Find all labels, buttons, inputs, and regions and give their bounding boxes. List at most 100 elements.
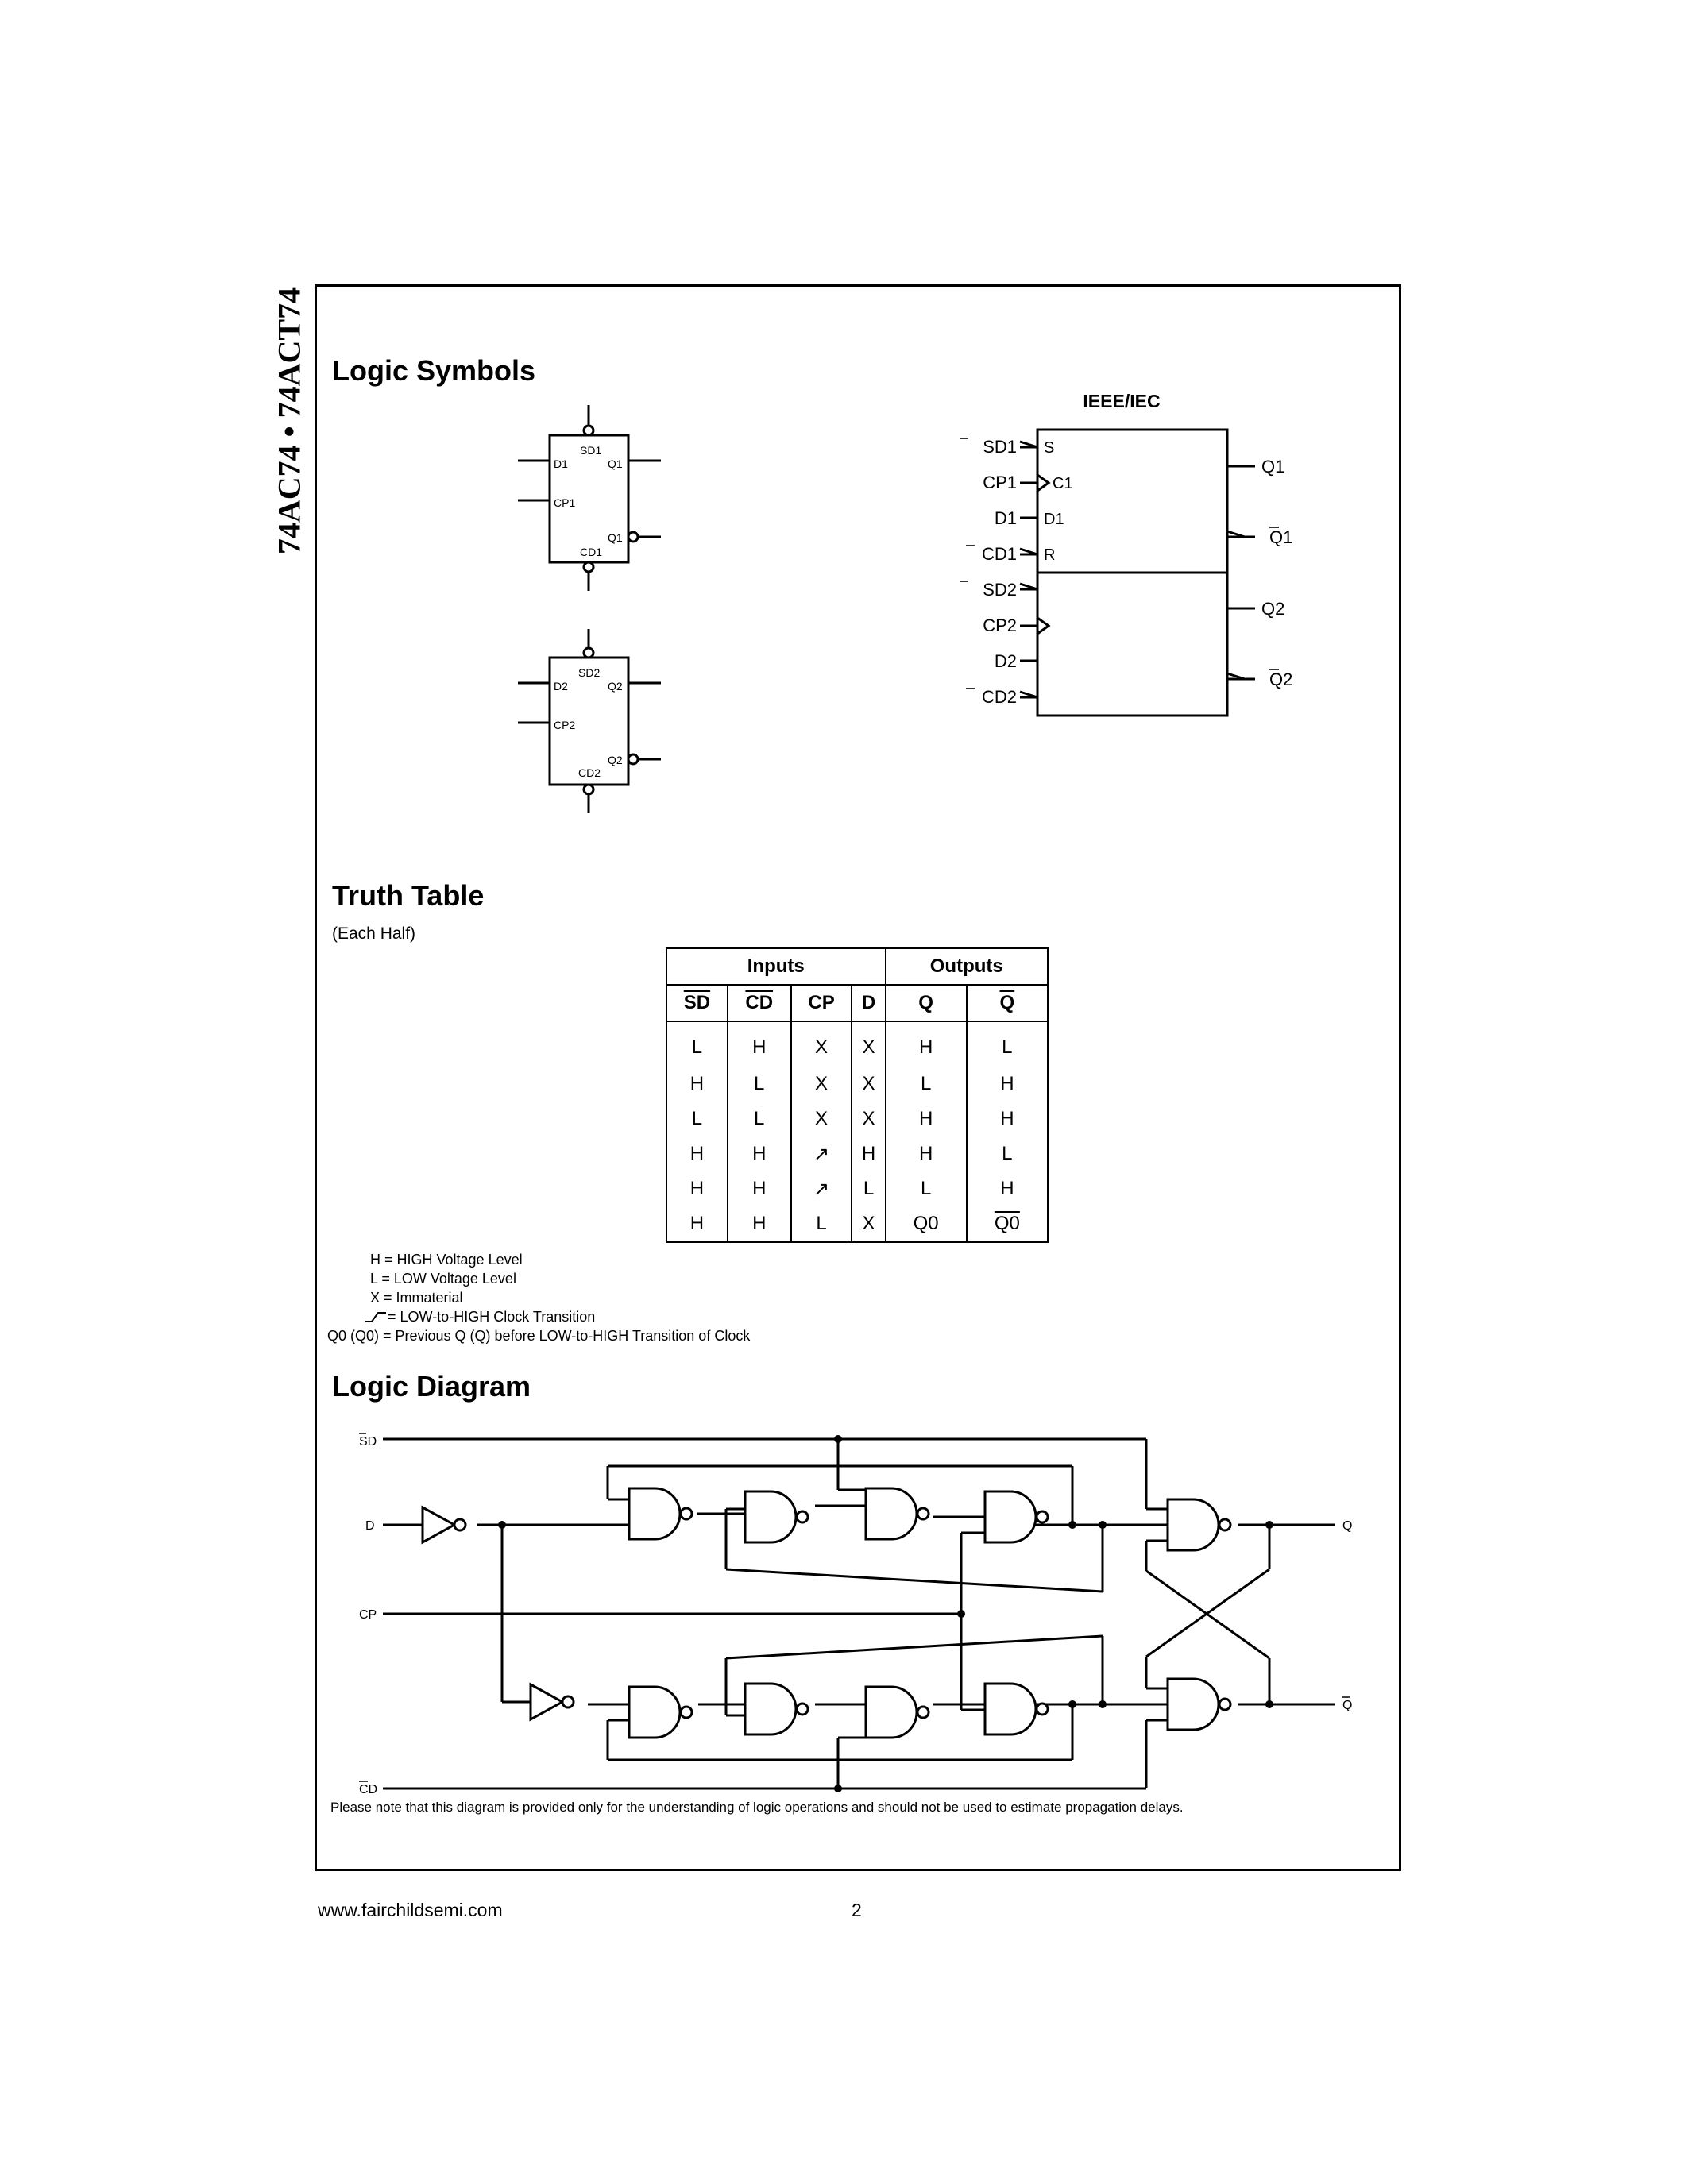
ieee-output-q1bar: Q1 [1269, 527, 1292, 547]
logic-diagram-figure: SD D CP CD Q Q [359, 1433, 1352, 1796]
nand-gate [864, 1487, 930, 1541]
cell: H [666, 1206, 728, 1243]
ieee-output-q2bar: Q2 [1269, 669, 1292, 689]
ff1-q-label: Q1 [608, 457, 623, 470]
ff2-qbar-label: Q2 [608, 754, 623, 766]
ieee-inner-c1: C1 [1053, 475, 1073, 492]
ieee-input-cd2: CD2 [982, 687, 1017, 707]
lower-inverter [529, 1683, 575, 1721]
outputs-group-header: Outputs [884, 947, 1049, 986]
legend-item-clock-text: = LOW-to-HIGH Clock Transition [388, 1309, 596, 1325]
ff1-qbar-label: Q1 [608, 531, 623, 544]
footer-url[interactable]: www.fairchildsemi.com [318, 1900, 503, 1920]
cell: L [666, 1102, 728, 1136]
ieee-output-q2: Q2 [1261, 599, 1284, 619]
page-number: 2 [852, 1900, 862, 1920]
ff1-cp-label: CP1 [554, 496, 575, 509]
legend-item: H = HIGH Voltage Level [370, 1252, 523, 1268]
cell: L [851, 1171, 886, 1206]
diagram-note: Please note that this diagram is provide… [330, 1800, 1184, 1815]
cell: H [726, 1021, 792, 1067]
cell: H [884, 1102, 968, 1136]
cell: X [851, 1206, 886, 1243]
cell: H [965, 1067, 1049, 1102]
cell: H [726, 1171, 792, 1206]
cell: H [965, 1171, 1049, 1206]
logic-symbols-figure: D1 CP1 SD1 CD1 Q1 Q1 D2 CP2 SD2 CD2 Q2 Q… [518, 391, 1292, 813]
truth-table-legend: H = HIGH Voltage Level L = LOW Voltage L… [327, 1250, 750, 1345]
nand-gate [628, 1487, 693, 1541]
cell: X [790, 1067, 853, 1102]
cell: Q0 [884, 1206, 968, 1243]
nand-gate [983, 1682, 1049, 1736]
ff2-q-label: Q2 [608, 680, 623, 693]
ieee-input-sd1: SD1 [983, 437, 1017, 457]
ff1-d-label: D1 [554, 457, 568, 470]
cell: L [790, 1206, 853, 1243]
nand-gate [744, 1682, 809, 1736]
nand-gate [864, 1685, 930, 1739]
cell: X [851, 1021, 886, 1067]
ff2-sd-label: SD2 [578, 666, 600, 679]
cell: L [726, 1067, 792, 1102]
wires [383, 1437, 1335, 1790]
table-row: H H L X Q0 Q0 [666, 1206, 1049, 1243]
logic-symbols-heading: Logic Symbols [332, 354, 536, 387]
cell: L [965, 1021, 1049, 1067]
cell: Q0 [965, 1206, 1049, 1243]
cell: H [666, 1171, 728, 1206]
ieee-input-cp1: CP1 [983, 473, 1017, 492]
nand-gate [983, 1490, 1049, 1544]
diagram-label-q: Q [1342, 1519, 1352, 1533]
cell: H [965, 1102, 1049, 1136]
diagram-label-d: D [365, 1519, 375, 1533]
cell: L [965, 1136, 1049, 1171]
ieee-input-sd2: SD2 [983, 580, 1017, 600]
nand-gate [1166, 1677, 1232, 1731]
diagram-label-qbar: Q [1342, 1699, 1352, 1712]
ff2-d-label: D2 [554, 680, 568, 693]
cell: H [666, 1136, 728, 1171]
nand-gate [1166, 1498, 1232, 1552]
ff1-cd-label: CD1 [580, 546, 602, 558]
ieee-symbol [1019, 428, 1255, 717]
table-row: H H ↗ H H L [666, 1136, 1049, 1171]
ieee-input-cd1: CD1 [982, 544, 1017, 564]
cell: X [790, 1021, 853, 1067]
clock-transition-cell: ↗ [790, 1136, 853, 1171]
cell: H [884, 1021, 968, 1067]
ff2-cp-label: CP2 [554, 719, 575, 731]
table-row: H H ↗ L L H [666, 1171, 1049, 1206]
col-cp: CP [790, 984, 853, 1022]
cell: X [790, 1102, 853, 1136]
nand-gate [744, 1490, 809, 1544]
cell: L [726, 1102, 792, 1136]
truth-table-subtitle: (Each Half) [332, 924, 416, 943]
ieee-inner-r: R [1044, 546, 1055, 564]
col-q: Q [884, 984, 968, 1022]
cell: H [726, 1136, 792, 1171]
cell: L [666, 1021, 728, 1067]
flipflop-1-symbol [518, 405, 661, 591]
truth-table-heading: Truth Table [332, 879, 485, 912]
cell: X [851, 1067, 886, 1102]
legend-item-clock: = LOW-to-HIGH Clock Transition [327, 1307, 750, 1326]
ff2-cd-label: CD2 [578, 766, 601, 779]
cell: L [884, 1067, 968, 1102]
ieee-title: IEEE/IEC [1083, 391, 1160, 411]
ieee-inner-s: S [1044, 439, 1054, 457]
cell: H [884, 1136, 968, 1171]
cell: H [666, 1067, 728, 1102]
ieee-input-d1: D1 [995, 508, 1017, 528]
cell: H [726, 1206, 792, 1243]
rising-edge-icon [365, 1312, 386, 1322]
nand-gate [628, 1685, 693, 1739]
col-sd: SD [666, 984, 728, 1022]
col-d: D [851, 984, 886, 1022]
table-row: L L X X H H [666, 1102, 1049, 1136]
table-row: L H X X H L [666, 1021, 1049, 1067]
ieee-input-cp2: CP2 [983, 615, 1017, 635]
legend-item: L = LOW Voltage Level [370, 1271, 516, 1287]
legend-item: Q0 (Q0) = Previous Q (Q) before LOW-to-H… [327, 1328, 751, 1344]
flipflop-2-symbol [518, 629, 661, 813]
